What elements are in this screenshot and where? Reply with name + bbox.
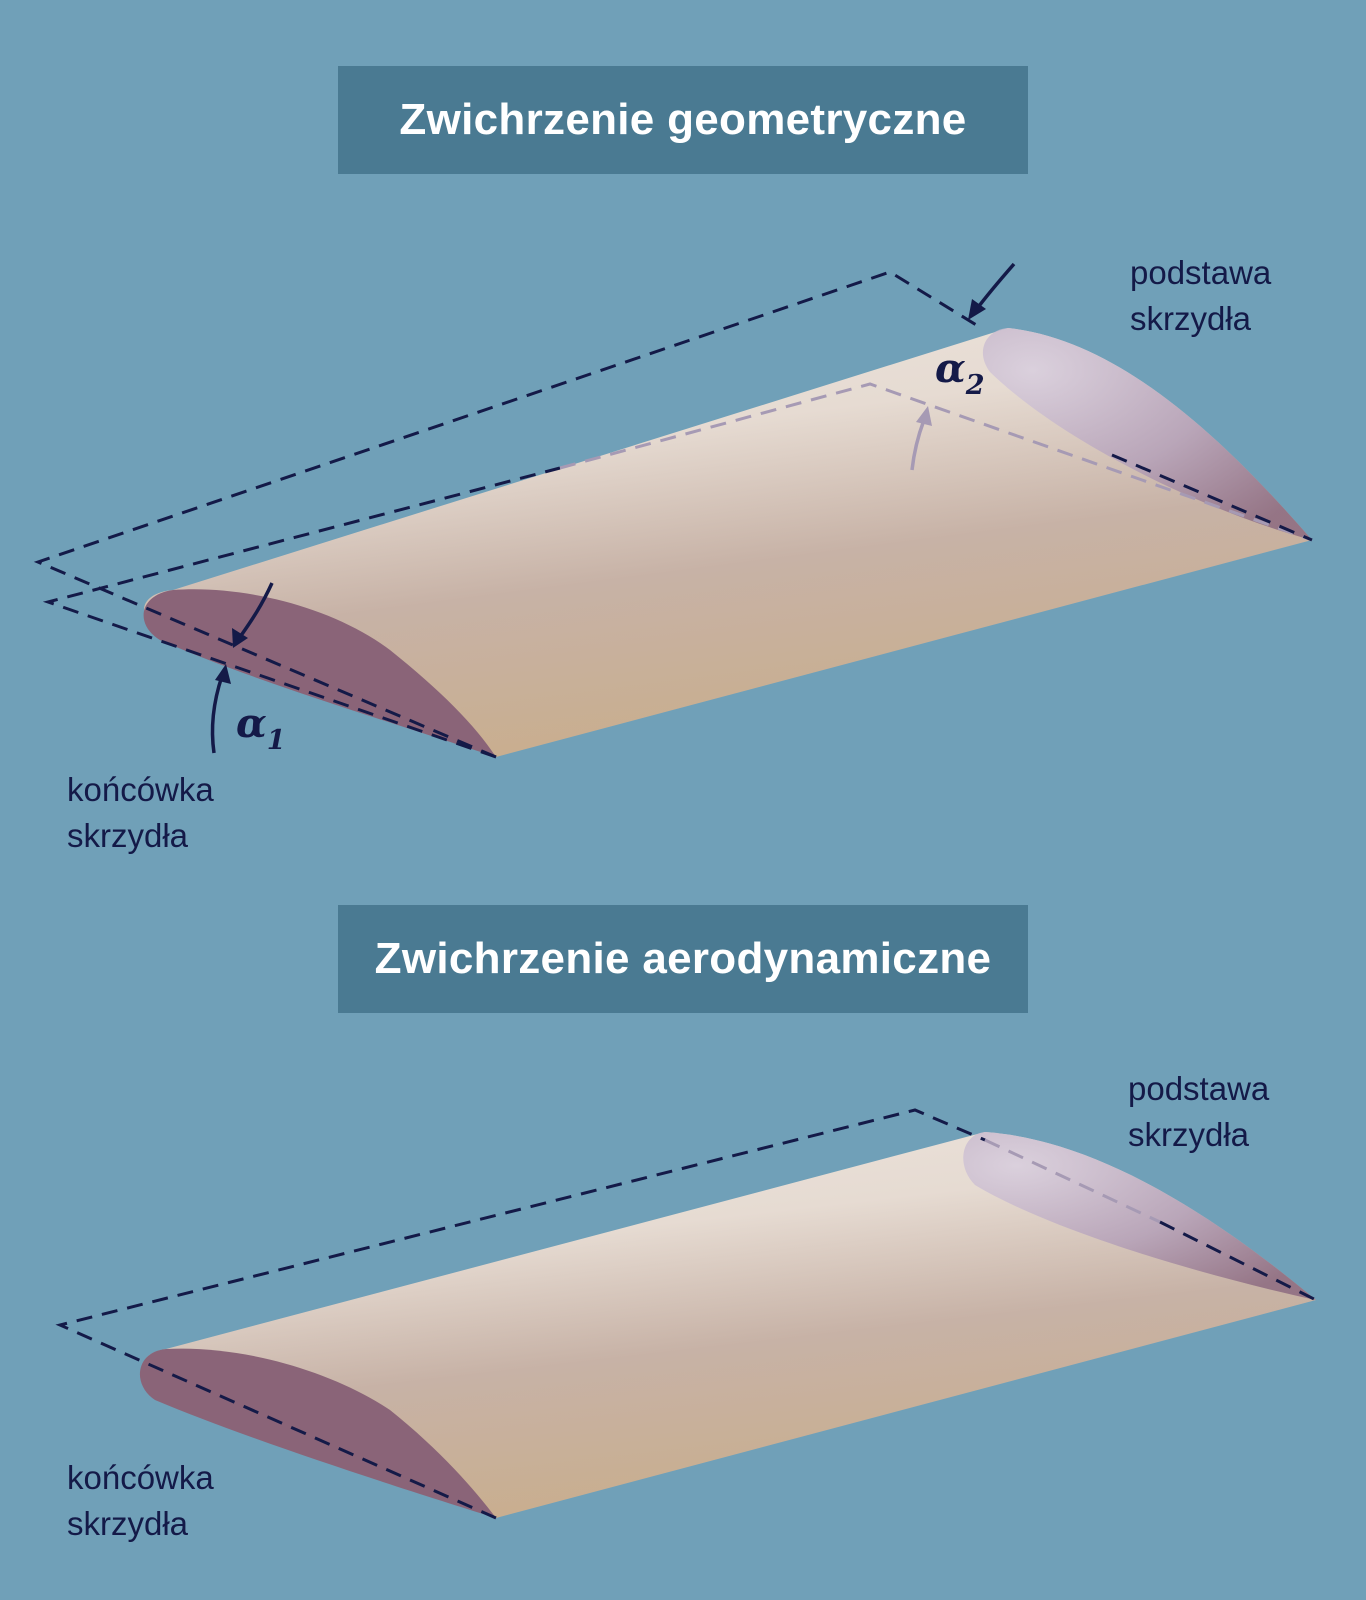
geometric-root-label-line2: skrzydła: [1130, 300, 1252, 337]
root-arrow-top-head: [968, 299, 986, 320]
geometric-root-label: podstawa skrzydła: [1130, 250, 1271, 342]
angle-alpha-1-symbol: α: [236, 700, 267, 747]
tip-arrow-top: [238, 582, 274, 639]
aerodynamic-tip-airfoil: [139, 1348, 496, 1518]
geometric-tip-label-line1: końcówka: [67, 771, 214, 808]
aerodynamic-twist-title: Zwichrzenie aerodynamiczne: [338, 905, 1028, 1013]
aerodynamic-wing: [55, 1108, 1317, 1520]
geometric-root-chord-front: [1111, 453, 1313, 542]
tip-arrow-top-head: [232, 628, 248, 648]
geometric-wing: [33, 262, 1313, 759]
geometric-tip-label-line2: skrzydła: [67, 817, 189, 854]
tip-arrow-bottom: [210, 675, 224, 754]
aerodynamic-chord-plane: [55, 1108, 986, 1520]
geometric-chord-plane-front: [42, 466, 561, 759]
angle-alpha-1: α1: [236, 700, 286, 756]
root-arrow-top: [974, 262, 1016, 312]
aerodynamic-root-chord-front: [1159, 1220, 1317, 1302]
geometric-root-label-line1: podstawa: [1130, 254, 1272, 291]
aerodynamic-tip-label: końcówka skrzydła: [67, 1455, 214, 1547]
geometric-tip-label: końcówka skrzydła: [67, 767, 214, 859]
geometric-root-airfoil: [982, 328, 1312, 540]
aerodynamic-root-label-line2: skrzydła: [1128, 1116, 1250, 1153]
angle-alpha-2-symbol: α: [935, 345, 966, 392]
geometric-wing-surface: [143, 328, 1312, 757]
tip-arrow-bottom-head: [215, 664, 231, 684]
aerodynamic-root-label: podstawa skrzydła: [1128, 1066, 1269, 1158]
root-arrow-bottom: [910, 419, 926, 471]
angle-alpha-1-index: 1: [266, 725, 286, 756]
angle-alpha-2: α2: [935, 345, 985, 401]
root-arrow-bottom-head: [916, 406, 932, 426]
aerodynamic-tip-label-line1: końcówka: [67, 1459, 214, 1496]
angle-alpha-2-index: 2: [965, 370, 985, 401]
aerodynamic-tip-label-line2: skrzydła: [67, 1505, 189, 1542]
geometric-tip-airfoil: [143, 589, 496, 757]
aerodynamic-wing-surface: [142, 1132, 1317, 1518]
geometric-twist-title: Zwichrzenie geometryczne: [338, 66, 1028, 174]
aerodynamic-root-chord-hidden: [984, 1138, 1161, 1224]
geometric-chord-plane-hidden: [559, 382, 1313, 542]
geometric-reference-plane-upper: [33, 270, 979, 759]
aerodynamic-root-label-line1: podstawa: [1128, 1070, 1270, 1107]
aerodynamic-root-airfoil: [963, 1132, 1316, 1300]
